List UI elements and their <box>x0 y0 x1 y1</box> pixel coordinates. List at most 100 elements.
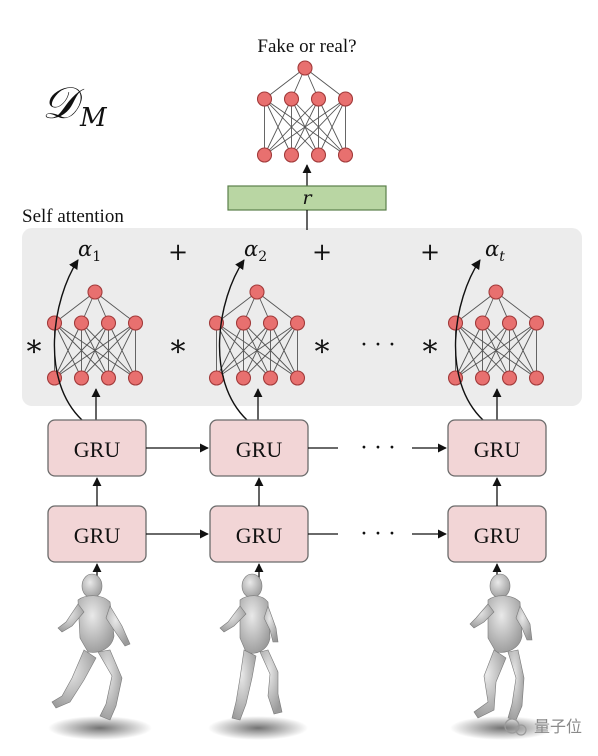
network-input-node <box>310 147 327 163</box>
network-hidden-node <box>528 315 545 331</box>
alpha-2-label: α2 <box>244 237 267 265</box>
gru-label: GRU <box>474 437 521 462</box>
network-edge <box>291 98 346 156</box>
network-hidden-node <box>447 315 464 331</box>
star-sign-2: * <box>171 335 186 370</box>
network-edge <box>482 322 537 379</box>
network-edge <box>270 322 298 379</box>
network-input-node <box>256 147 273 163</box>
network-edge <box>54 291 96 324</box>
gru-label: GRU <box>236 523 283 548</box>
network-input-node <box>208 370 225 386</box>
network-output-node <box>297 60 313 76</box>
network-hidden-node <box>283 91 300 107</box>
watermark: 量子位 <box>504 717 582 736</box>
gru-label: GRU <box>236 437 283 462</box>
lower-row-ellipsis: · · · <box>361 522 396 547</box>
discriminator-symbol: 𝒟 <box>42 78 85 129</box>
network-input-node <box>235 370 252 386</box>
network-edge <box>243 322 298 379</box>
network-edge <box>455 322 537 379</box>
gru-to-alpha-1-arrow <box>53 259 83 421</box>
gru-box-lower-2: GRU <box>209 505 309 563</box>
watermark-text: 量子位 <box>534 717 582 736</box>
gru-label: GRU <box>74 437 121 462</box>
network-edge <box>264 98 319 156</box>
star-sign-3: * <box>315 335 330 370</box>
discriminator-subscript: M <box>79 103 108 133</box>
network-edge <box>455 322 483 379</box>
network-edge <box>264 98 346 156</box>
network-hidden-node <box>100 315 117 331</box>
network-edge <box>455 322 510 379</box>
running-figure-2 <box>208 573 308 740</box>
attention-network-3 <box>447 284 545 386</box>
network-edge <box>94 291 136 324</box>
network-edge <box>216 322 298 379</box>
network-input-node <box>283 147 300 163</box>
network-edge <box>455 291 497 324</box>
network-hidden-node <box>289 315 306 331</box>
network-edge <box>264 67 306 100</box>
network-input-node <box>127 370 144 386</box>
network-edge <box>318 98 346 156</box>
network-hidden-node <box>474 315 491 331</box>
attention-network-1 <box>46 284 144 386</box>
alpha-t-label: αt <box>485 237 505 265</box>
alpha-1-label: α1 <box>78 237 101 265</box>
network-input-node <box>262 370 279 386</box>
network-input-node <box>73 370 90 386</box>
gru-to-alpha-2-arrow <box>218 259 248 421</box>
network-hidden-node <box>337 91 354 107</box>
network-hidden-node <box>127 315 144 331</box>
network-hidden-node <box>256 91 273 107</box>
network-hidden-node <box>235 315 252 331</box>
running-figure-1 <box>48 573 152 740</box>
plus-sign-3: + <box>420 238 440 266</box>
network-input-node <box>501 370 518 386</box>
network-output-node <box>249 284 265 300</box>
gru-to-alpha-t-arrow <box>454 259 484 421</box>
network-edge <box>509 322 537 379</box>
network-edge <box>54 322 82 379</box>
running-figure-t <box>450 573 554 740</box>
network-edge <box>81 322 136 379</box>
network-edge <box>495 291 537 324</box>
network-hidden-node <box>73 315 90 331</box>
network-output-node <box>488 284 504 300</box>
plus-sign-1: + <box>168 238 188 266</box>
network-input-node <box>474 370 491 386</box>
network-edge <box>264 98 292 156</box>
network-edge <box>256 291 298 324</box>
gru-box-lower-1: GRU <box>47 505 147 563</box>
upper-row-ellipsis: · · · <box>361 436 396 461</box>
star-sign-1: * <box>27 335 42 370</box>
network-hidden-node <box>46 315 63 331</box>
plus-sign-2: + <box>312 238 332 266</box>
network-edge <box>216 291 258 324</box>
network-hidden-node <box>262 315 279 331</box>
gru-label: GRU <box>474 523 521 548</box>
network-edge <box>216 322 271 379</box>
self-attention-label: Self attention <box>22 206 124 227</box>
network-edge <box>54 322 136 379</box>
gru-label: GRU <box>74 523 121 548</box>
attention-ellipsis: · · · <box>361 333 396 358</box>
attention-network-2 <box>208 284 306 386</box>
gru-box-upper-t: GRU <box>447 419 547 477</box>
output-label: Fake or real? <box>257 36 356 57</box>
output-network <box>256 60 354 163</box>
wechat-icon-inner <box>515 724 527 736</box>
network-hidden-node <box>501 315 518 331</box>
network-edge <box>54 322 109 379</box>
network-input-node <box>289 370 306 386</box>
network-edge <box>304 67 346 100</box>
gru-box-lower-t: GRU <box>447 505 547 563</box>
network-edge <box>108 322 136 379</box>
network-output-node <box>87 284 103 300</box>
network-input-node <box>337 147 354 163</box>
network-input-node <box>100 370 117 386</box>
network-hidden-node <box>310 91 327 107</box>
